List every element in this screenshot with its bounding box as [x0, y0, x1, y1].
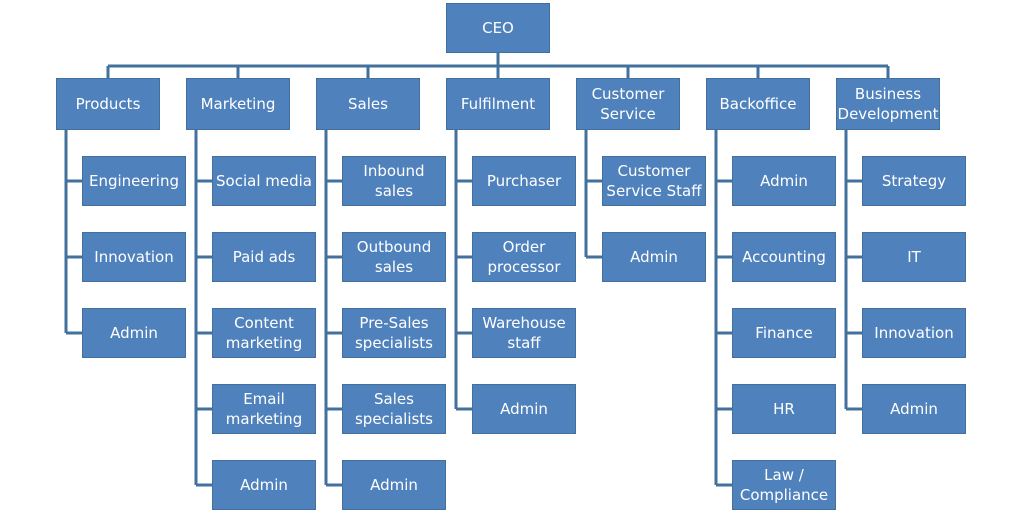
role-box-marketing-paid-ads: Paid ads	[212, 232, 316, 282]
role-box-customer-service-customer-service-staff: Customer Service Staff	[602, 156, 706, 206]
role-box-backoffice-law-compliance: Law / Compliance	[732, 460, 836, 510]
dept-box-fulfilment: Fulfilment	[446, 78, 550, 130]
role-box-marketing-content-marketing: Content marketing	[212, 308, 316, 358]
role-box-business-development-it: IT	[862, 232, 966, 282]
dept-box-sales: Sales	[316, 78, 420, 130]
role-box-products-innovation: Innovation	[82, 232, 186, 282]
dept-box-marketing: Marketing	[186, 78, 290, 130]
role-box-products-engineering: Engineering	[82, 156, 186, 206]
role-box-marketing-admin: Admin	[212, 460, 316, 510]
role-box-marketing-email-marketing: Email marketing	[212, 384, 316, 434]
dept-box-customer-service: Customer Service	[576, 78, 680, 130]
role-box-backoffice-accounting: Accounting	[732, 232, 836, 282]
role-box-sales-pre-sales-specialists: Pre-Sales specialists	[342, 308, 446, 358]
role-box-backoffice-admin: Admin	[732, 156, 836, 206]
role-box-sales-inbound-sales: Inbound sales	[342, 156, 446, 206]
role-box-sales-admin: Admin	[342, 460, 446, 510]
role-box-business-development-innovation: Innovation	[862, 308, 966, 358]
role-box-backoffice-hr: HR	[732, 384, 836, 434]
ceo-box: CEO	[446, 3, 550, 53]
dept-box-business-development: Business Development	[836, 78, 940, 130]
role-box-fulfilment-order-processor: Order processor	[472, 232, 576, 282]
role-box-sales-outbound-sales: Outbound sales	[342, 232, 446, 282]
role-box-marketing-social-media: Social media	[212, 156, 316, 206]
dept-box-backoffice: Backoffice	[706, 78, 810, 130]
role-box-business-development-admin: Admin	[862, 384, 966, 434]
role-box-products-admin: Admin	[82, 308, 186, 358]
dept-box-products: Products	[56, 78, 160, 130]
role-box-fulfilment-admin: Admin	[472, 384, 576, 434]
role-box-business-development-strategy: Strategy	[862, 156, 966, 206]
role-box-sales-sales-specialists: Sales specialists	[342, 384, 446, 434]
role-box-backoffice-finance: Finance	[732, 308, 836, 358]
role-box-customer-service-admin: Admin	[602, 232, 706, 282]
role-box-fulfilment-warehouse-staff: Warehouse staff	[472, 308, 576, 358]
role-box-fulfilment-purchaser: Purchaser	[472, 156, 576, 206]
